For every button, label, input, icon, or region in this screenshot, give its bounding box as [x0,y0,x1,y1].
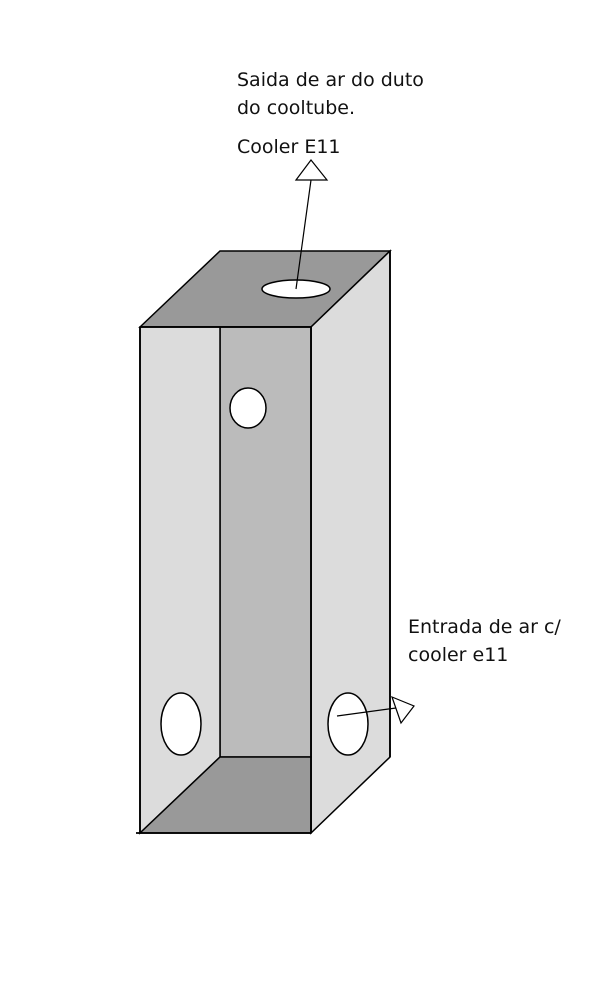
left-lower-hole [160,692,202,756]
inlet-arrow-line [336,707,397,717]
outlet-arrow-line [295,179,312,290]
inlet-arrowhead [390,695,415,725]
outlet-label-line3: Cooler E11 [237,136,341,158]
inlet-label-line2: cooler e11 [408,644,508,666]
box-back-panel [219,326,312,758]
outlet-arrowhead [294,159,329,181]
back-panel-hole [229,387,267,429]
box-left-strip [139,326,221,835]
right-inlet-hole [327,692,369,756]
inlet-label-line1: Entrada de ar c/ [408,616,561,638]
outlet-label-line1: Saida de ar do duto [237,69,424,91]
outlet-label-line2: do cooltube. [237,97,355,119]
